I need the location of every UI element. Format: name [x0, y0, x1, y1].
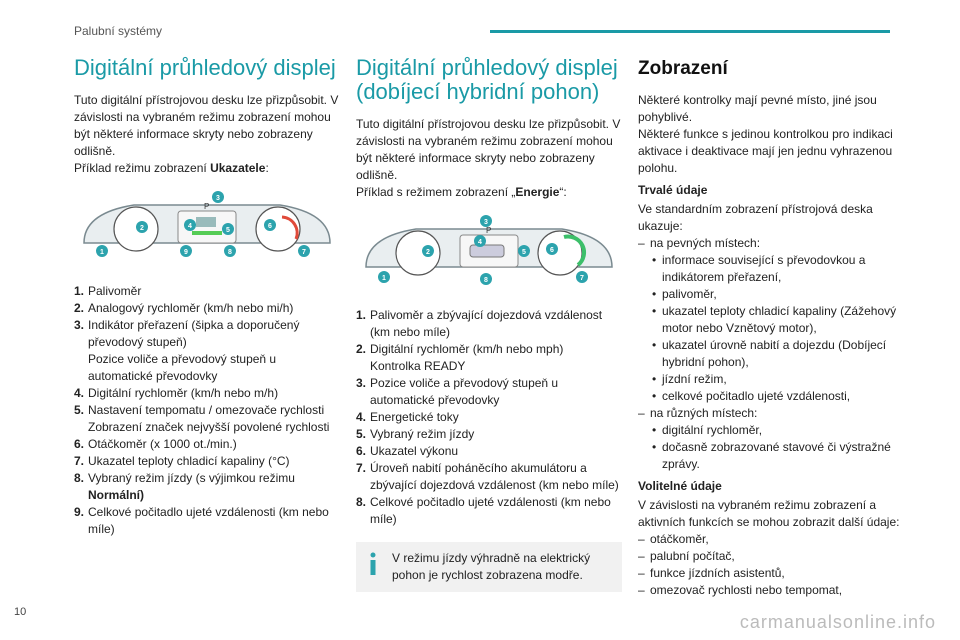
- list-item: 2.Digitální rychloměr (km/h nebo mph): [356, 342, 564, 356]
- example-line: Příklad režimu zobrazení Ukazatele:: [74, 161, 269, 175]
- dash-item: –omezovač rychlosti nebo tempomat,: [638, 583, 843, 597]
- intro-text-1: Některé kontrolky mají pevné místo, jiné…: [638, 93, 877, 124]
- bullet-item: •ukazatel teploty chladicí kapaliny (Záž…: [652, 304, 897, 335]
- bullet-item: •celkové počitadlo ujeté vzdálenosti,: [652, 389, 851, 403]
- bullet-item: •digitální rychloměr,: [652, 423, 763, 437]
- column-display: Zobrazení Některé kontrolky mají pevné m…: [638, 56, 904, 599]
- list-item: Pozice voliče a převodový stupeň u autom…: [88, 352, 277, 383]
- dash-item: –na různých místech:: [638, 406, 758, 420]
- column-dashboard: Digitální průhledový displej Tuto digitá…: [74, 56, 340, 538]
- list-item: 4.Energetické toky: [356, 410, 459, 424]
- callout-4: 4: [188, 223, 192, 230]
- bullet-item: •ukazatel úrovně nabití a dojezdu (Dobíj…: [652, 338, 887, 369]
- callout-6: 6: [550, 247, 554, 254]
- info-note-text: V režimu jízdy výhradně na elektrický po…: [392, 551, 591, 582]
- dash-item: –na pevných místech:: [638, 236, 761, 250]
- list-item: 7.Úroveň nabití poháněcího akumulátoru a…: [356, 461, 619, 492]
- subheading-permanent: Trvalé údaje: [638, 183, 708, 197]
- list-item: 8.Vybraný režim jízdy (s výjimkou režimu: [74, 471, 295, 485]
- list-item: 5.Nastavení tempomatu / omezovače rychlo…: [74, 403, 325, 417]
- callout-9: 9: [184, 249, 188, 256]
- info-note: V režimu jízdy výhradně na elektrický po…: [356, 542, 622, 592]
- bullet-item: •jízdní režim,: [652, 372, 727, 386]
- list-item: 6.Ukazatel výkonu: [356, 444, 459, 458]
- column-hybrid-dashboard: Digitální průhledový displej (dobíjecí h…: [356, 56, 622, 592]
- section-title-dashboard: Digitální průhledový displej: [74, 55, 336, 80]
- header-title: Palubní systémy: [74, 24, 163, 38]
- dashboard-illustration: P 1 2 3 4 5 6 7 8 9: [83, 191, 331, 257]
- list-item: 6.Otáčkoměr (x 1000 ot./min.): [74, 437, 237, 451]
- callout-7: 7: [580, 275, 584, 282]
- intro-text-2: Některé funkce s jedinou kontrolkou pro …: [638, 127, 893, 175]
- callout-3: 3: [484, 219, 488, 226]
- bullet-item: •dočasně zobrazované stavové či výstražn…: [652, 440, 891, 471]
- callout-5: 5: [522, 249, 526, 256]
- callout-1: 1: [382, 275, 386, 282]
- info-icon: [370, 552, 376, 575]
- section-title-hybrid: Digitální průhledový displej (dobíjecí h…: [356, 55, 618, 104]
- dash-item: –otáčkoměr,: [638, 532, 709, 546]
- list-item: 3.Indikátor přeřazení (šipka a doporučen…: [74, 318, 300, 349]
- callout-7: 7: [302, 249, 306, 256]
- watermark: carmanualsonline.info: [739, 612, 936, 632]
- list-item: 8.Celkové počitadlo ujeté vzdálenosti (k…: [356, 495, 611, 526]
- bullet-item: •informace související s převodovkou a i…: [652, 253, 866, 284]
- header-bar: [490, 30, 890, 33]
- dashboard-figure: P 1 2 3 4 5 6 7 8 9: [74, 191, 340, 267]
- dash-item: –palubní počítač,: [638, 549, 735, 563]
- paragraph-optional: V závislosti na vybraném režimu zobrazen…: [638, 498, 900, 529]
- gear-indicator-label: P: [204, 202, 209, 211]
- list-item: Normální): [88, 488, 145, 502]
- subheading-optional: Volitelné údaje: [638, 479, 722, 493]
- list-item: 4.Digitální rychloměr (km/h nebo m/h): [74, 386, 279, 400]
- hybrid-legend-list: 1.Palivoměr a zbývající dojezdová vzdále…: [356, 307, 622, 528]
- dash-item: –funkce jízdních asistentů,: [638, 566, 785, 580]
- callout-3: 3: [216, 195, 220, 202]
- list-item: 7.Ukazatel teploty chladicí kapaliny (°C…: [74, 454, 290, 468]
- gear-indicator-label: P: [486, 226, 491, 235]
- list-item: 9.Celkové počitadlo ujeté vzdálenosti (k…: [74, 505, 329, 536]
- list-item: Kontrolka READY: [370, 359, 466, 373]
- callout-8: 8: [228, 249, 232, 256]
- intro-text: Tuto digitální přístrojovou desku lze př…: [74, 93, 339, 158]
- example-line: Příklad s režimem zobrazení „Energie“:: [356, 185, 567, 199]
- callout-5: 5: [226, 227, 230, 234]
- list-item: 5.Vybraný režim jízdy: [356, 427, 475, 441]
- intro-text: Tuto digitální přístrojovou desku lze př…: [356, 117, 621, 182]
- hybrid-dashboard-figure: P 1 2 3 4 5 6 7 8: [356, 215, 622, 291]
- callout-6: 6: [268, 223, 272, 230]
- callout-4: 4: [478, 239, 482, 246]
- bullet-item: •palivoměr,: [652, 287, 717, 301]
- list-item: Zobrazení značek nejvyšší povolené rychl…: [88, 420, 330, 434]
- callout-2: 2: [140, 225, 144, 232]
- paragraph-permanent: Ve standardním zobrazení přístrojová des…: [638, 202, 873, 233]
- callout-8: 8: [484, 277, 488, 284]
- callout-2: 2: [426, 249, 430, 256]
- dashboard-legend-list: 1.Palivoměr 2.Analogový rychloměr (km/h …: [74, 283, 340, 538]
- hybrid-dashboard-illustration: P 1 2 3 4 5 6 7 8: [365, 215, 613, 285]
- section-title-display: Zobrazení: [638, 58, 728, 79]
- page-number: 10: [14, 606, 27, 618]
- list-item: 3.Pozice voliče a převodový stupeň u aut…: [356, 376, 559, 407]
- callout-1: 1: [100, 249, 104, 256]
- list-item: 2.Analogový rychloměr (km/h nebo mi/h): [74, 301, 294, 315]
- list-item: 1.Palivoměr: [74, 284, 142, 298]
- list-item: 1.Palivoměr a zbývající dojezdová vzdále…: [356, 308, 603, 339]
